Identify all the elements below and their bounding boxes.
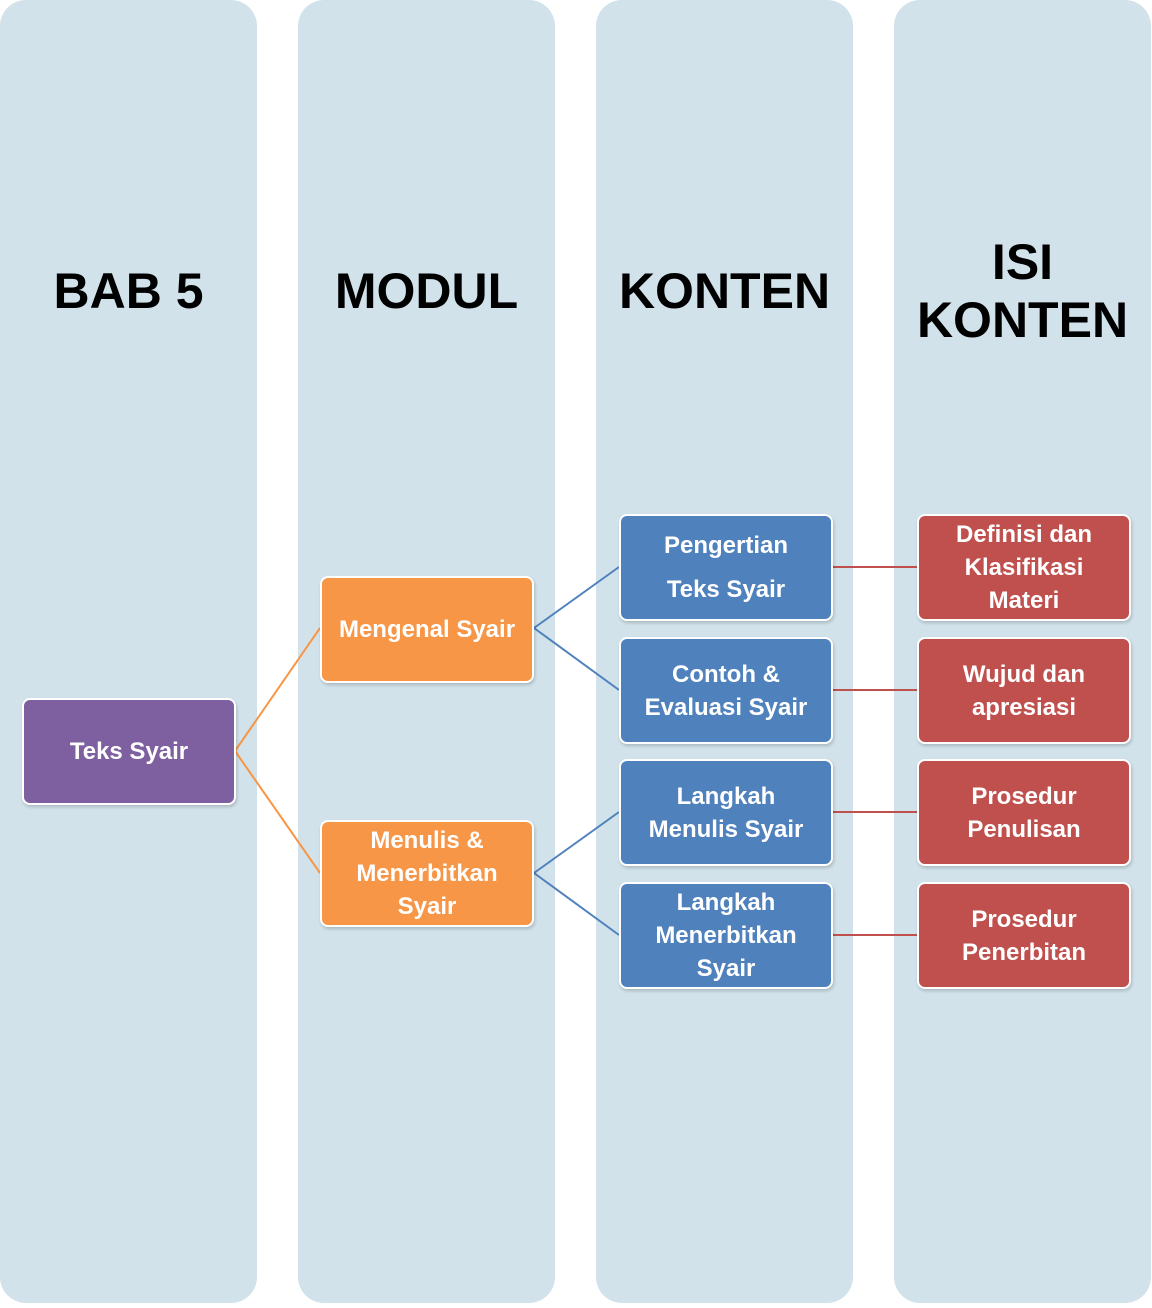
content-node-langkah-menulis-syair: Langkah Menulis Syair bbox=[619, 759, 833, 866]
node-label: Langkah bbox=[676, 782, 776, 810]
node-label: Syair bbox=[696, 955, 756, 982]
detail-node-definisi-klasifikasi-materi: Definisi dan Klasifikasi Materi bbox=[917, 514, 1131, 621]
node-label: Menerbitkan bbox=[655, 922, 797, 949]
node-label: Menulis & bbox=[370, 827, 484, 854]
node-label: Definisi dan bbox=[955, 521, 1093, 548]
node-label: Menulis Syair bbox=[648, 815, 804, 843]
node-label: Teks Syair bbox=[666, 576, 786, 603]
header-line: KONTEN bbox=[618, 263, 831, 319]
node-label: Evaluasi Syair bbox=[644, 693, 808, 721]
node-label: apresiasi bbox=[971, 693, 1077, 721]
header-line: MODUL bbox=[334, 263, 519, 319]
column-header-konten: KONTEN bbox=[596, 262, 853, 320]
column-header-modul: MODUL bbox=[298, 262, 555, 320]
content-node-pengertian-teks-syair: Pengertian Teks Syair bbox=[619, 514, 833, 621]
header-line: KONTEN bbox=[916, 292, 1129, 348]
node-label: Prosedur bbox=[971, 782, 1077, 810]
content-node-contoh-evaluasi-syair: Contoh & Evaluasi Syair bbox=[619, 637, 833, 744]
node-label: Mengenal Syair bbox=[338, 616, 516, 643]
content-node-langkah-menerbitkan-syair: Langkah Menerbitkan Syair bbox=[619, 882, 833, 989]
node-label: Penulisan bbox=[967, 815, 1081, 843]
header-line: BAB 5 bbox=[53, 263, 204, 319]
detail-node-wujud-apresiasi: Wujud dan apresiasi bbox=[917, 637, 1131, 744]
node-label: Menerbitkan bbox=[356, 860, 498, 887]
detail-node-prosedur-penerbitan: Prosedur Penerbitan bbox=[917, 882, 1131, 989]
node-label: Pengertian bbox=[663, 532, 789, 559]
module-node-mengenal-syair: Mengenal Syair bbox=[320, 576, 534, 683]
node-label: Teks Syair bbox=[69, 738, 189, 765]
header-line: ISI bbox=[991, 234, 1054, 290]
chapter-node-teks-syair: Teks Syair bbox=[22, 698, 236, 805]
column-bab: BAB 5 bbox=[0, 0, 257, 1303]
node-label: Prosedur bbox=[971, 905, 1077, 933]
column-header-bab: BAB 5 bbox=[0, 262, 257, 320]
node-label: Syair bbox=[397, 893, 457, 920]
column-header-isi-konten: ISI KONTEN bbox=[894, 233, 1151, 349]
node-label: Penerbitan bbox=[961, 938, 1087, 966]
node-label: Materi bbox=[988, 587, 1060, 614]
detail-node-prosedur-penulisan: Prosedur Penulisan bbox=[917, 759, 1131, 866]
node-label: Langkah bbox=[676, 889, 776, 916]
node-label: Klasifikasi bbox=[964, 554, 1084, 581]
node-label: Wujud dan bbox=[962, 660, 1086, 688]
module-node-menulis-menerbitkan-syair: Menulis & Menerbitkan Syair bbox=[320, 820, 534, 927]
node-label: Contoh & bbox=[672, 660, 780, 688]
